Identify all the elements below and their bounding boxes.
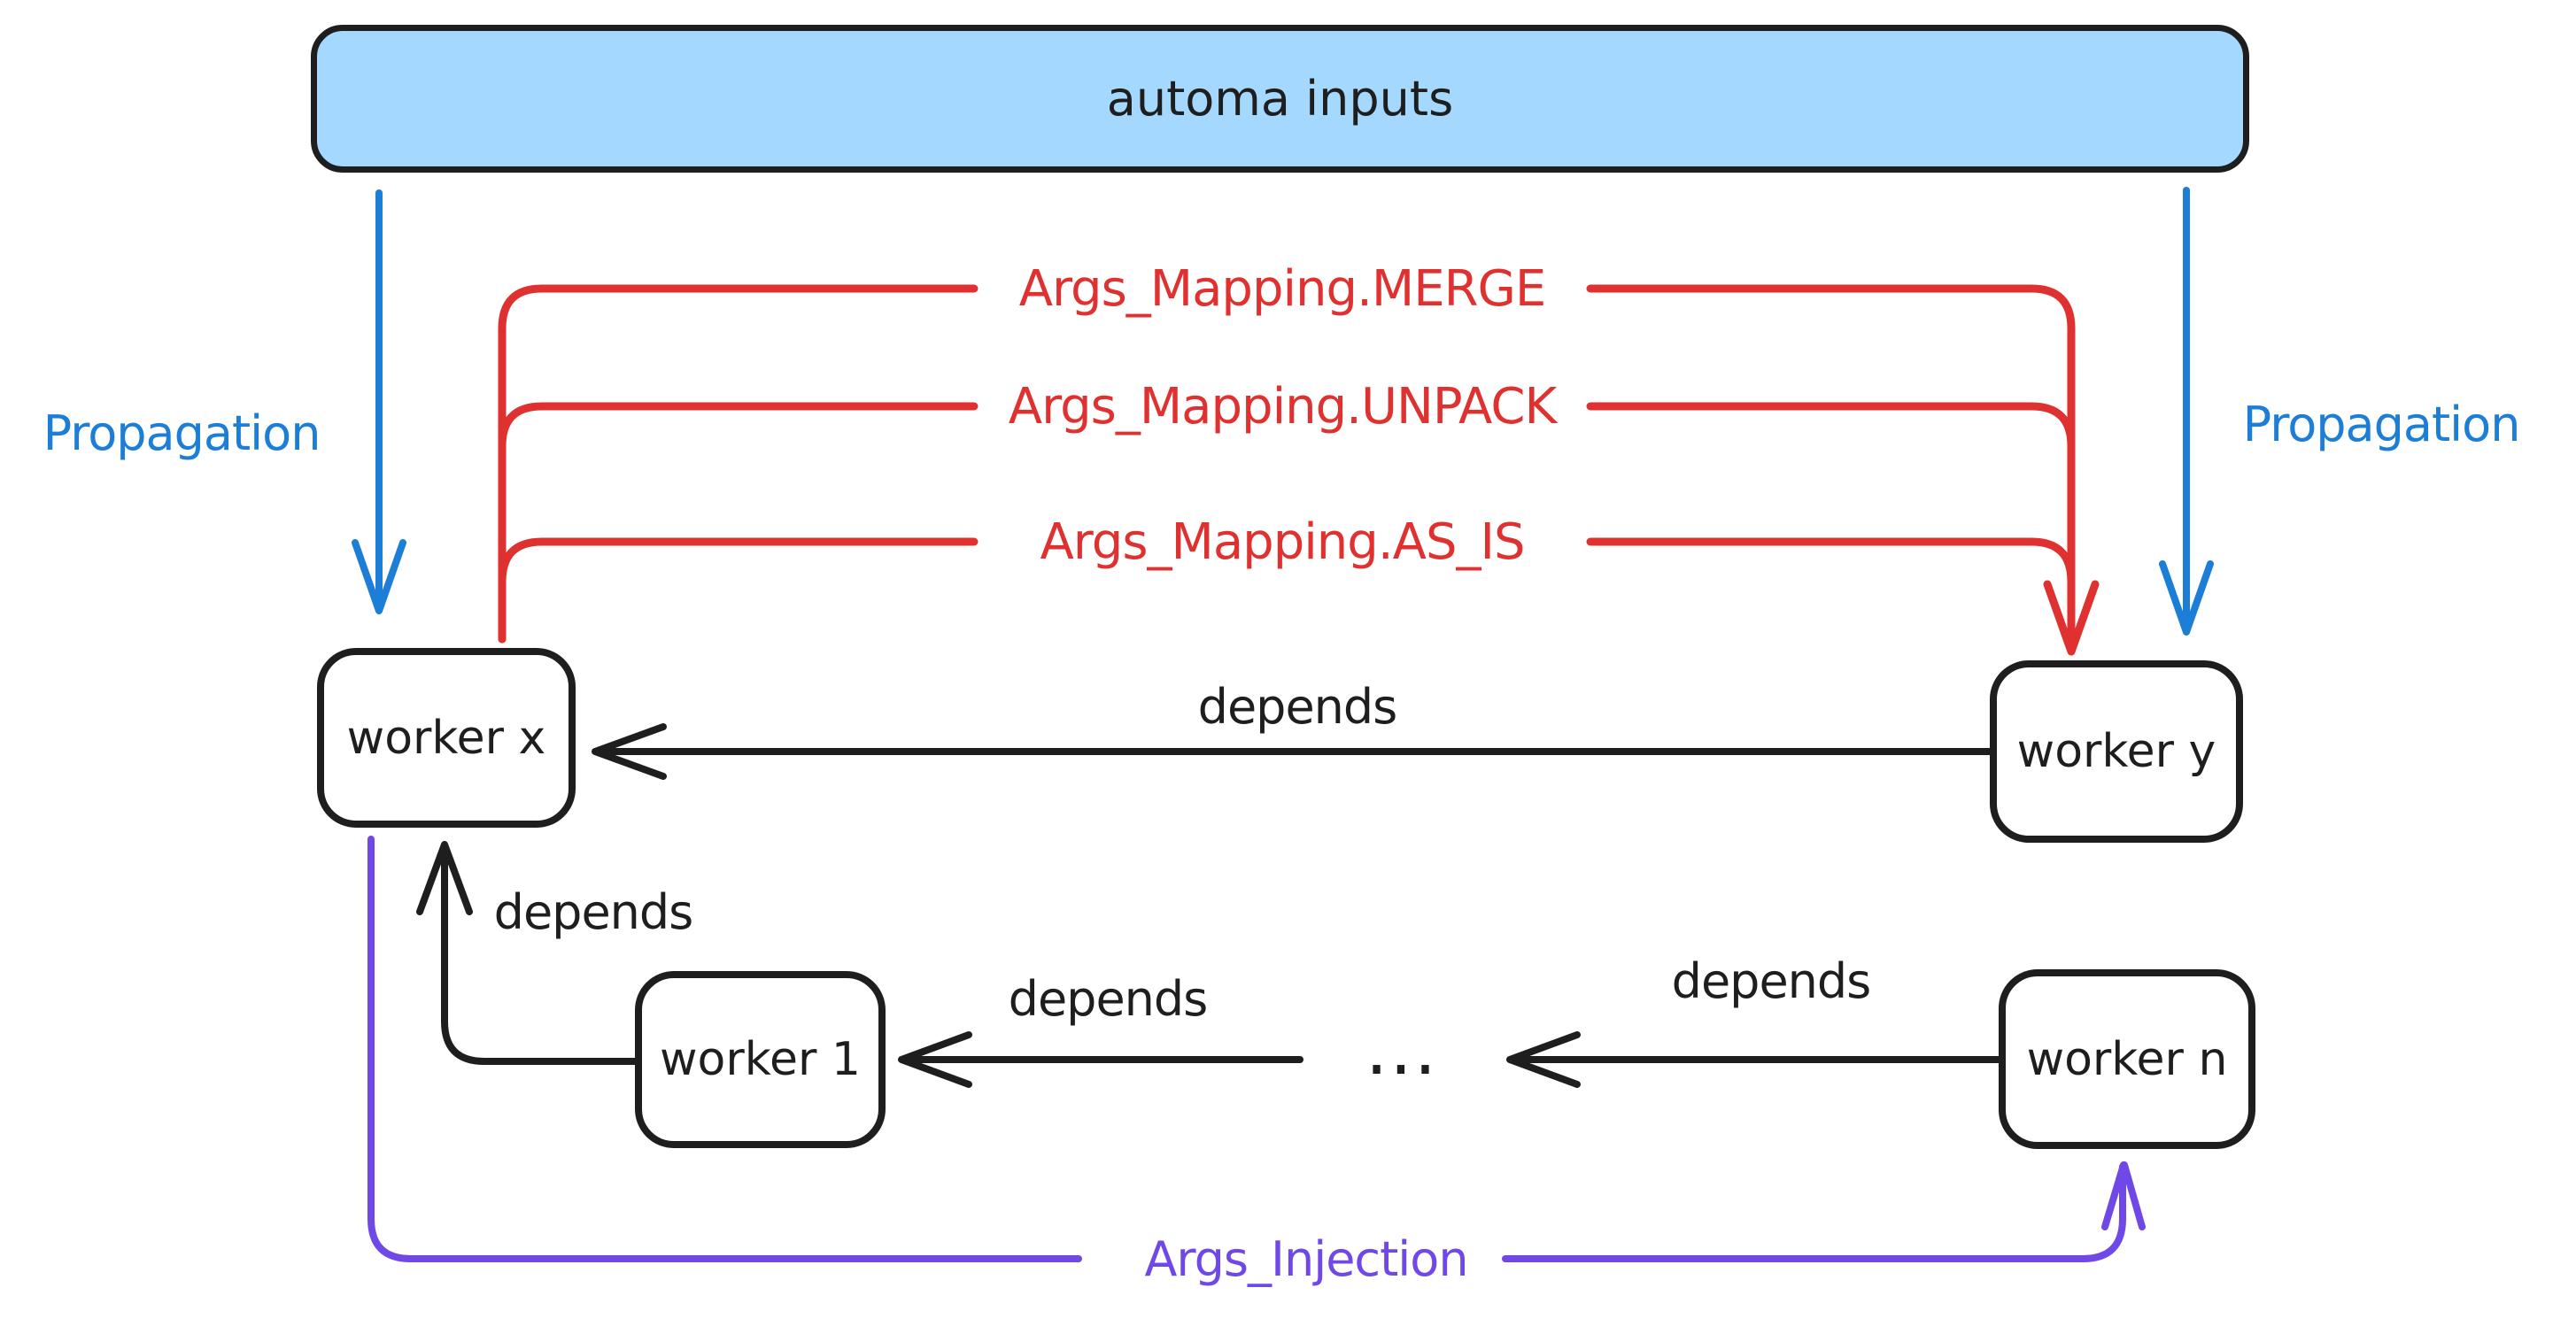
edge-label-propagation-right: Propagation [2242, 397, 2521, 452]
depends-worker-1-to-worker-x-line [441, 844, 638, 1065]
node-worker-n: worker n [1999, 969, 2255, 1149]
propagation-right-arrowhead-icon [2159, 560, 2214, 636]
args-injection-line-left [367, 836, 1082, 1262]
propagation-left-arrowhead-icon [352, 539, 406, 614]
depends-worker-y-to-worker-x-arrowhead-icon [592, 723, 667, 780]
args-mapping-merge-line-left [498, 284, 979, 644]
edge-label-depends-ellipsis-to-worker-1: depends [1008, 970, 1209, 1027]
node-automa-inputs-label: automa inputs [1106, 71, 1454, 127]
args-mapping-unpack-line-right [1586, 402, 2076, 647]
node-worker-1-label: worker 1 [660, 1033, 861, 1086]
node-worker-1: worker 1 [635, 971, 886, 1148]
node-ellipsis: ... [1365, 1007, 1439, 1091]
node-worker-n-label: worker n [2026, 1032, 2228, 1086]
edge-label-args-mapping-as-is: Args_Mapping.AS_IS [1040, 513, 1525, 571]
node-worker-y: worker y [1990, 660, 2243, 843]
edge-label-args-injection: Args_Injection [1144, 1230, 1468, 1287]
args-injection-line-right [1502, 1163, 2126, 1262]
args-injection-arrowhead-icon [2101, 1161, 2146, 1230]
args-mapping-as-is-line-right [1586, 537, 2076, 647]
node-worker-x: worker x [317, 648, 576, 828]
node-worker-x-label: worker x [346, 711, 546, 765]
edge-label-depends-worker-y-to-worker-x: depends [1197, 678, 1398, 735]
depends-worker-n-to-ellipsis-arrowhead-icon [1506, 1031, 1581, 1088]
args-mapping-unpack-line-left [498, 402, 979, 644]
edge-label-propagation-left: Propagation [43, 405, 321, 461]
args-mapping-as-is-line-left [498, 537, 979, 644]
args-mapping-arrowhead-icon [2043, 580, 2100, 656]
edge-label-args-mapping-unpack: Args_Mapping.UNPACK [1008, 377, 1557, 436]
args-mapping-merge-line-right [1586, 284, 2076, 647]
node-worker-y-label: worker y [2016, 725, 2216, 778]
edge-label-depends-worker-n-to-ellipsis: depends [1671, 952, 1872, 1009]
edge-label-depends-worker-1-to-worker-x: depends [493, 883, 694, 940]
depends-ellipsis-to-worker-1-arrowhead-icon [898, 1031, 972, 1088]
depends-worker-1-to-worker-x-arrowhead-icon [416, 841, 473, 915]
node-automa-inputs: automa inputs [311, 25, 2249, 173]
edge-label-args-mapping-merge: Args_Mapping.MERGE [1018, 259, 1547, 318]
